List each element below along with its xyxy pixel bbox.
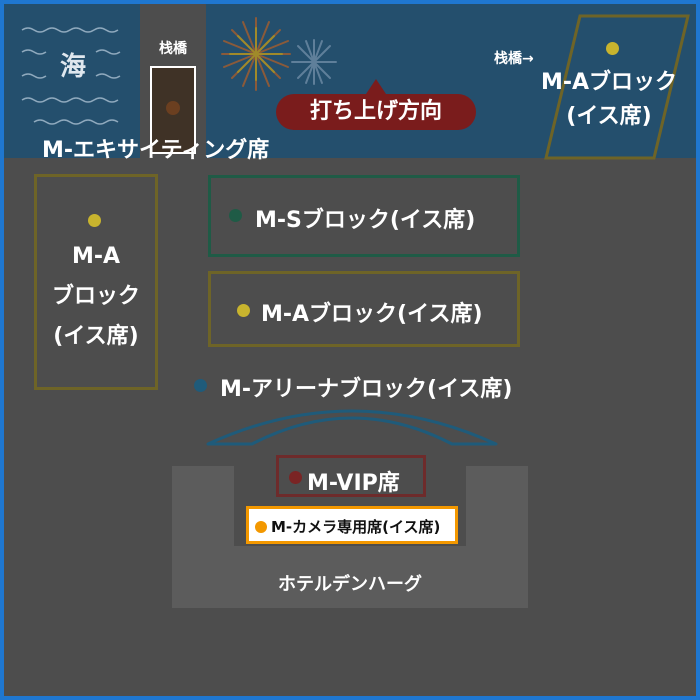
arrow-up-icon xyxy=(366,79,386,94)
s-block[interactable]: M-Sブロック(イス席) xyxy=(208,175,520,257)
camera-label: M-カメラ専用席(イス席) xyxy=(271,518,441,536)
arena-block[interactable] xyxy=(204,398,500,448)
waves-icon xyxy=(21,27,121,125)
top-right-a-block[interactable] xyxy=(542,12,692,162)
sea-area xyxy=(4,4,696,158)
arena-dot xyxy=(194,379,207,392)
a-block-label: M-Aブロック(イス席) xyxy=(261,302,483,327)
pier-label: 栈橋 xyxy=(159,41,187,57)
camera-dot xyxy=(255,521,267,533)
left-a-label: M-A ブロック (イス席) xyxy=(51,244,140,349)
fireworks-icon xyxy=(221,17,337,91)
a-block-dot xyxy=(237,304,250,317)
launch-direction-label: 打ち上げ方向 xyxy=(276,94,476,130)
top-right-a-dot xyxy=(606,42,619,55)
arena-label: M-アリーナブロック(イス席) xyxy=(220,377,513,402)
hotel-label: ホテルデンハーグ xyxy=(278,574,422,595)
pier-marker xyxy=(166,101,180,115)
vip-block[interactable]: M-VIP席 xyxy=(276,455,426,497)
s-block-label: M-Sブロック(イス席) xyxy=(255,208,476,233)
vip-label: M-VIP席 xyxy=(307,471,400,496)
left-a-dot xyxy=(88,214,101,227)
left-a-block[interactable]: M-A ブロック (イス席) xyxy=(34,174,158,390)
pier-arrow-label: 栈橋→ xyxy=(494,51,534,67)
exciting-seat-label: M-エキサイティング席 xyxy=(42,138,270,163)
vip-dot xyxy=(289,471,302,484)
s-block-dot xyxy=(229,209,242,222)
camera-seat-block[interactable]: M-カメラ専用席(イス席) xyxy=(246,506,458,544)
a-block[interactable]: M-Aブロック(イス席) xyxy=(208,271,520,347)
sea-label: 海 xyxy=(60,52,87,82)
top-right-a-label: M-Aブロック (イス席) xyxy=(540,70,678,129)
